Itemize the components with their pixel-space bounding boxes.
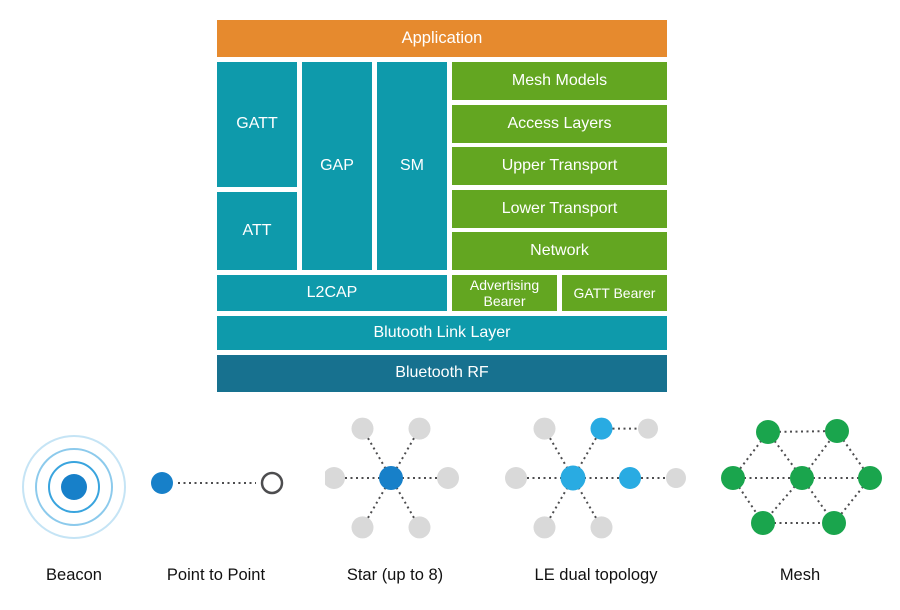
stack-block-mesh-models: Mesh Models xyxy=(452,62,667,100)
block-label: Advertising Bearer xyxy=(469,276,540,309)
mesh-node xyxy=(822,511,846,535)
mesh-node xyxy=(858,466,882,490)
relay-node xyxy=(619,467,641,489)
satellite-node xyxy=(638,418,658,439)
beacon-figure xyxy=(22,435,126,539)
stack-block-lower-transport: Lower Transport xyxy=(452,190,667,228)
block-label: Mesh Models xyxy=(511,71,608,89)
protocol-stack: Application GATT ATT GAP SM Mesh Models … xyxy=(217,20,667,392)
block-label: Application xyxy=(401,29,483,48)
point-to-point-label: Point to Point xyxy=(166,566,266,584)
mesh-figure xyxy=(721,419,882,535)
mesh-node xyxy=(751,511,775,535)
satellite-node xyxy=(533,417,556,440)
stack-block-link-layer: Blutooth Link Layer xyxy=(217,316,667,350)
mesh-node xyxy=(825,419,849,443)
stack-block-network: Network xyxy=(452,232,667,270)
mesh-node xyxy=(756,420,780,444)
le-dual-topology-label: LE dual topology xyxy=(534,566,658,584)
satellite-node xyxy=(351,417,374,440)
stack-block-gatt-bearer: GATT Bearer xyxy=(562,275,667,311)
star-figure xyxy=(325,417,459,539)
satellite-node xyxy=(408,516,431,539)
mesh-node xyxy=(721,466,745,490)
beacon-label: Beacon xyxy=(46,566,102,584)
stack-block-access-layers: Access Layers xyxy=(452,105,667,143)
block-label: Lower Transport xyxy=(501,199,618,217)
beacon-middle-ring xyxy=(35,448,113,526)
block-label: Bluetooth RF xyxy=(395,364,489,382)
block-label: GATT Bearer xyxy=(573,284,656,301)
stack-block-application: Application xyxy=(217,20,667,57)
block-label: L2CAP xyxy=(306,283,358,301)
satellite-node xyxy=(437,467,459,489)
satellite-node xyxy=(666,468,686,488)
block-label: Access Layers xyxy=(507,114,612,132)
satellite-node xyxy=(505,467,527,489)
star-center-node xyxy=(379,466,403,490)
block-label: Blutooth Link Layer xyxy=(373,323,511,341)
block-label: SM xyxy=(400,156,424,174)
mesh-center-node xyxy=(790,466,814,490)
satellite-node xyxy=(408,417,431,440)
stack-block-sm: SM xyxy=(377,62,447,270)
block-label: GATT xyxy=(236,115,278,133)
peer-node xyxy=(260,471,284,495)
beacon-outer-ring xyxy=(22,435,126,539)
le-dual-center-node xyxy=(560,465,586,491)
stack-block-upper-transport: Upper Transport xyxy=(452,147,667,185)
mesh-label: Mesh xyxy=(779,566,821,584)
satellite-node xyxy=(590,516,613,539)
block-label: GAP xyxy=(320,156,354,174)
block-label: ATT xyxy=(242,221,272,239)
point-to-point-figure xyxy=(151,471,284,495)
stack-block-gatt: GATT xyxy=(217,62,297,187)
stack-block-advertising-bearer: Advertising Bearer xyxy=(452,275,557,311)
satellite-node xyxy=(351,516,374,539)
beacon-center-node xyxy=(61,474,87,500)
stack-block-bluetooth-rf: Bluetooth RF xyxy=(217,355,667,392)
stack-block-att: ATT xyxy=(217,192,297,270)
stack-block-gap: GAP xyxy=(302,62,372,270)
star-label: Star (up to 8) xyxy=(346,566,444,584)
star-links xyxy=(334,428,448,528)
satellite-node xyxy=(533,516,556,539)
master-node xyxy=(151,472,173,494)
satellite-node xyxy=(325,467,345,489)
le-dual-topology-figure xyxy=(505,417,686,539)
block-label: Network xyxy=(530,241,589,259)
relay-node xyxy=(590,417,613,440)
le-dual-links xyxy=(516,427,676,528)
stack-block-l2cap: L2CAP xyxy=(217,275,447,311)
block-label: Upper Transport xyxy=(501,156,618,174)
beacon-inner-ring xyxy=(48,461,100,513)
